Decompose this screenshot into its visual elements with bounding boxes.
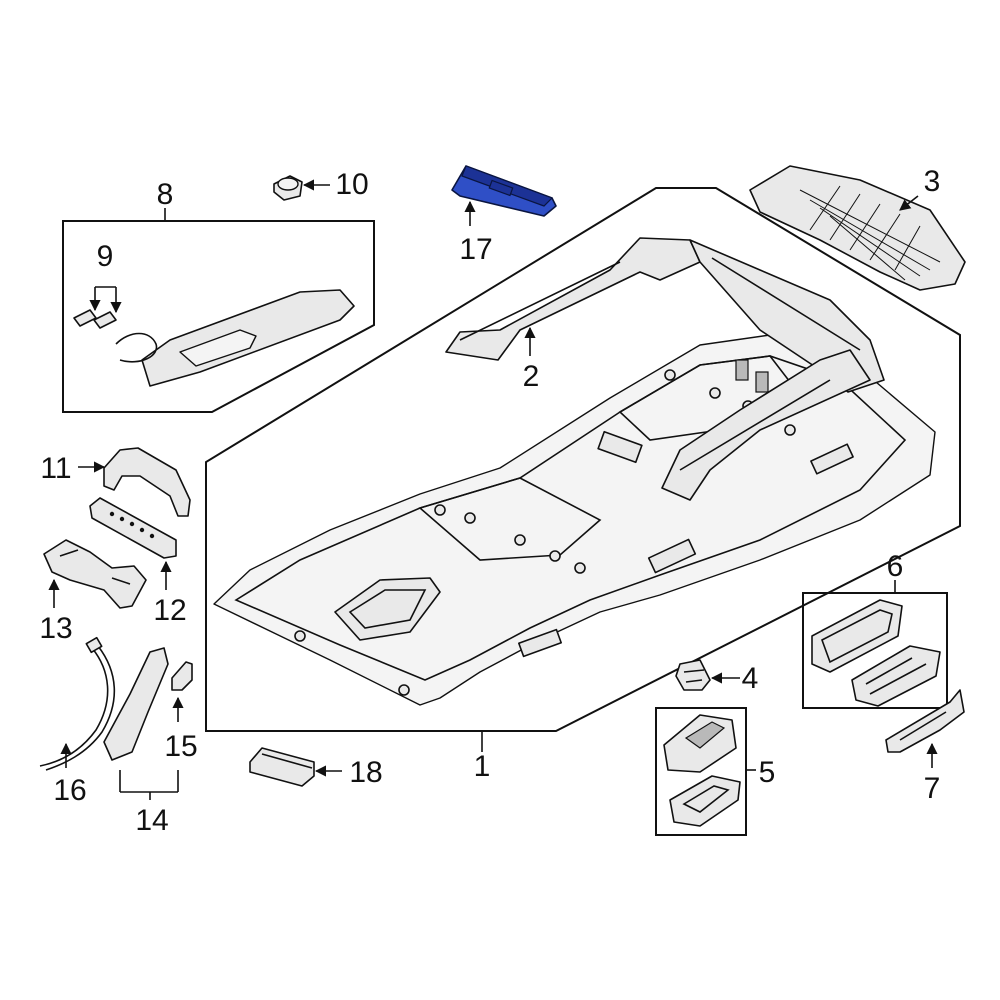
callout-4[interactable]: 4 [742,662,759,695]
callout-3[interactable]: 3 [924,165,941,198]
visor-clip-right[interactable] [93,311,117,329]
headliner-clips [294,369,796,696]
handle-base-ribs [109,511,155,539]
mounting-plate-group[interactable] [43,539,147,609]
handle-base[interactable] [89,497,177,559]
retainer-clip-group[interactable] [273,175,303,201]
wire-harness[interactable] [39,647,109,767]
bracket-group[interactable] [885,689,965,753]
reading-lamp-group[interactable] [802,592,948,709]
sun-visor-group[interactable] [62,220,375,413]
callout-7[interactable]: 7 [924,772,941,805]
callout-17[interactable]: 17 [459,233,492,266]
headliner-outline-box [205,187,961,732]
sun-visor-box [62,220,375,413]
leader-lines [48,179,938,800]
callout-5[interactable]: 5 [759,756,776,789]
rear-trim-panel-group[interactable] [749,165,966,291]
headliner-console-inner [348,589,427,629]
courtesy-lamp[interactable] [675,659,711,691]
dome-lamp-box [655,707,747,836]
callout-12[interactable]: 12 [153,594,186,627]
callout-9[interactable]: 9 [97,240,114,273]
reading-lamp-unit[interactable] [851,645,941,707]
sensor-cover[interactable] [103,647,169,761]
switch-module[interactable] [249,747,315,787]
callout-6[interactable]: 6 [887,550,904,583]
mounting-bracket[interactable] [885,689,965,753]
dome-lamp-lens[interactable] [669,775,741,827]
harness-clip[interactable] [171,661,193,691]
callout-14[interactable]: 14 [135,804,168,837]
mounting-plate[interactable] [43,539,147,609]
air-duct-seam [459,257,861,471]
callout-15[interactable]: 15 [164,730,197,763]
callout-8[interactable]: 8 [157,178,174,211]
courtesy-lamp-group[interactable] [675,659,711,691]
callout-10[interactable]: 10 [335,168,368,201]
sun-visor-wire [115,332,158,363]
headliner-front-zone [418,477,602,561]
reading-lamp-bezel[interactable] [811,599,903,673]
sun-visor-mirror [179,329,257,367]
grab-handle[interactable] [103,447,191,517]
callout-11[interactable]: 11 [40,452,71,485]
callout-labels: 1 2 3 4 5 6 7 8 9 10 11 12 13 14 15 16 1… [39,165,940,837]
grab-handle-group[interactable] [103,447,191,517]
headliner-cutouts [518,359,854,658]
callout-16[interactable]: 16 [53,774,86,807]
harness-connector [85,636,103,654]
switch-module-group[interactable] [249,747,315,787]
rear-trim-grille [799,185,941,281]
reading-lamp-box [802,592,948,709]
callout-1[interactable]: 1 [474,750,491,783]
callout-18[interactable]: 18 [349,756,382,789]
callout-13[interactable]: 13 [39,612,72,645]
handle-base-group[interactable] [89,497,177,559]
callout-2[interactable]: 2 [523,360,540,393]
harness-group[interactable] [39,636,193,771]
visor-clip-left[interactable] [73,309,97,327]
overhead-module-17[interactable] [451,165,557,217]
air-duct-group[interactable] [445,237,885,501]
dome-lamp-group[interactable] [655,707,747,836]
